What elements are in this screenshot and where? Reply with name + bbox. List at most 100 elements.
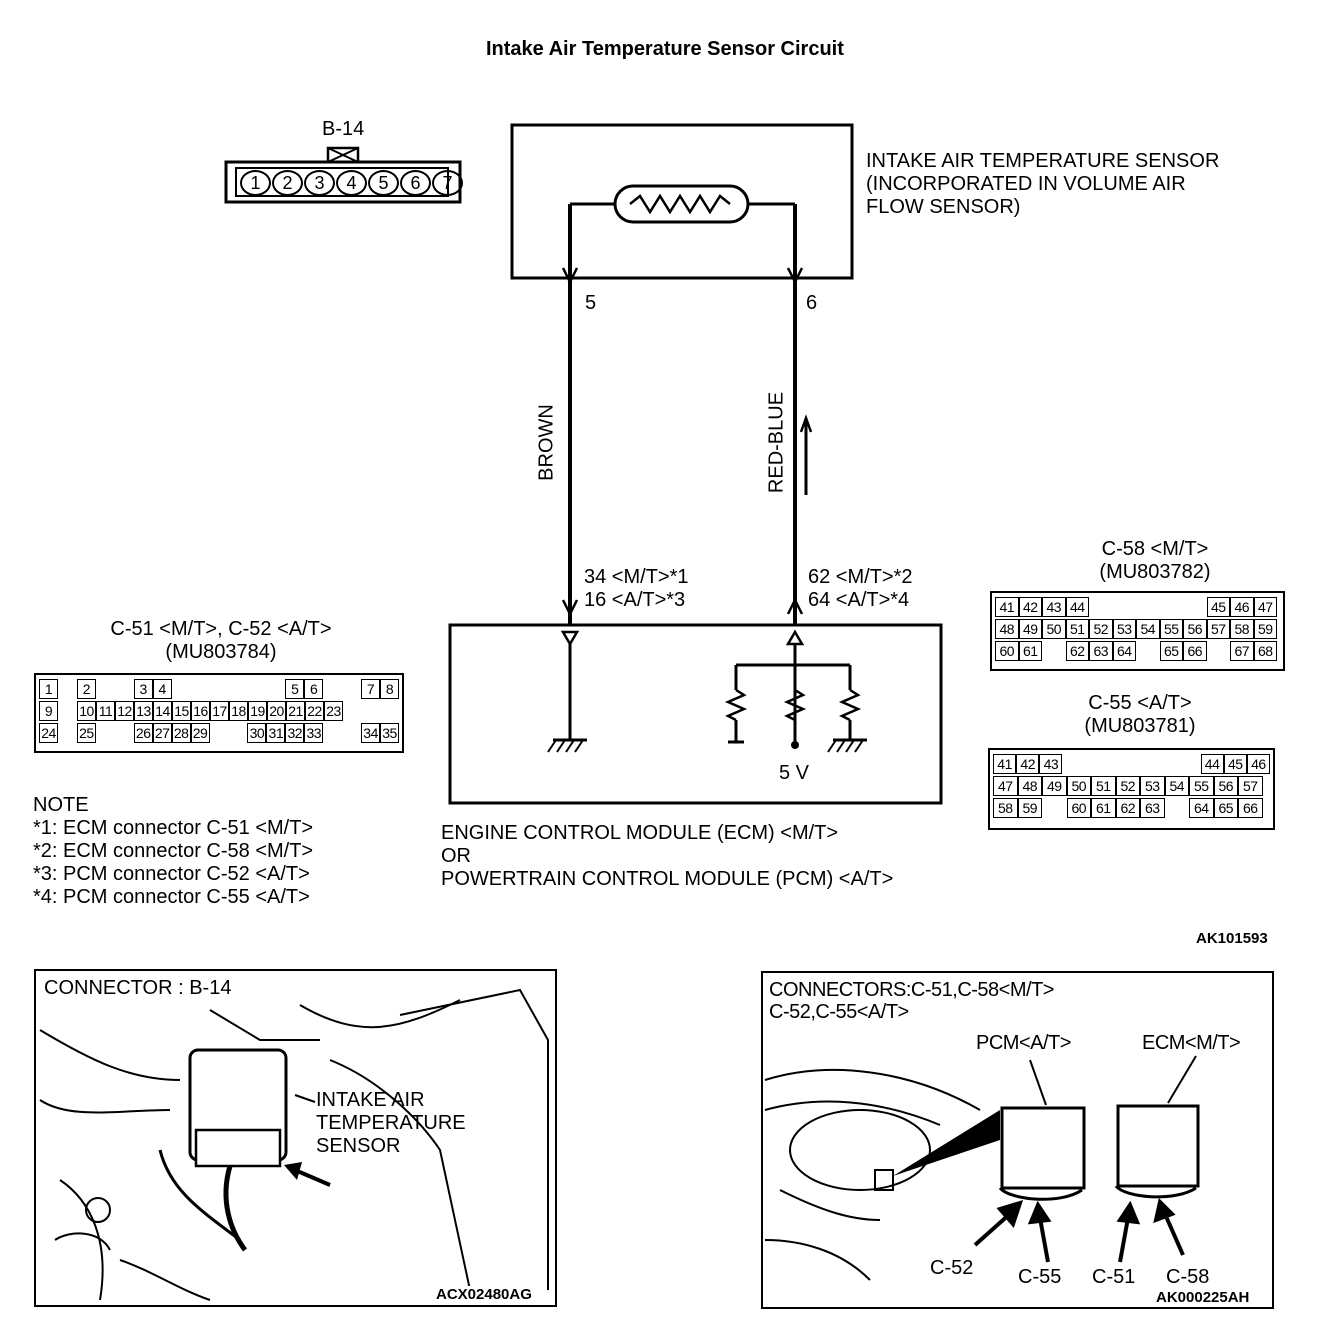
c51-pin: 9 xyxy=(39,701,58,721)
sensor-label: INTAKE AIR TEMPERATURE SENSOR (INCORPORA… xyxy=(866,150,1219,219)
c51-pin xyxy=(323,679,342,699)
c55-pin: 60 xyxy=(1066,798,1091,818)
c51-pin xyxy=(58,679,77,699)
c51-pin: 21 xyxy=(286,701,305,721)
photo-right-title: CONNECTORS:C-51,C-58<M/T> C-52,C-55<A/T> xyxy=(769,979,1054,1023)
c51-pin: 28 xyxy=(171,723,191,743)
c55-pin: 44 xyxy=(1200,754,1224,774)
c58-pin xyxy=(1136,641,1160,661)
pcm-label: PCM<A/T> xyxy=(976,1032,1071,1054)
ecm-label-line: OR xyxy=(441,845,471,867)
c58-pin: 59 xyxy=(1253,619,1277,639)
c51-pin: 24 xyxy=(39,723,58,743)
note-line: *4: PCM connector C-55 <A/T> xyxy=(33,886,310,908)
c58-pin: 64 xyxy=(1112,641,1136,661)
c58-pin: 58 xyxy=(1230,619,1254,639)
c51-pin xyxy=(172,679,191,699)
c55-pin: 52 xyxy=(1115,776,1140,796)
c51-pin: 18 xyxy=(229,701,248,721)
terminal-line: 34 <M/T>*1 xyxy=(584,566,689,588)
c58-pin: 43 xyxy=(1042,597,1066,617)
c58-pin xyxy=(1183,597,1207,617)
c55-pin xyxy=(1108,754,1131,774)
c51-title-line: C-51 <M/T>, C-52 <A/T> xyxy=(110,618,332,640)
c51-pin: 5 xyxy=(285,679,305,699)
c51-pin: 10 xyxy=(77,701,96,721)
c51-pin: 27 xyxy=(152,723,172,743)
ecm-illustration xyxy=(1116,1104,1200,1188)
c58-pin xyxy=(1160,597,1184,617)
callout-line: SENSOR xyxy=(316,1135,401,1157)
c55-pin: 55 xyxy=(1189,776,1214,796)
page-title: Intake Air Temperature Sensor Circuit xyxy=(486,38,844,60)
c55-pin: 48 xyxy=(1017,776,1042,796)
ecm-terminal-left: 34 <M/T>*1 16 <A/T>*3 xyxy=(584,566,689,612)
c51-pin: 1 xyxy=(39,679,58,699)
c51-pin xyxy=(115,723,134,743)
c55-pin: 41 xyxy=(993,754,1017,774)
terminal-line: 16 <A/T>*3 xyxy=(584,589,686,611)
ecm-label-line: POWERTRAIN CONTROL MODULE (PCM) <A/T> xyxy=(441,868,894,890)
c51-pin xyxy=(96,679,115,699)
c51-photo-label: C-51 xyxy=(1092,1266,1136,1288)
c51-pin: 19 xyxy=(248,701,267,721)
c58-pin: 62 xyxy=(1065,641,1089,661)
photo-right-ref: AK000225AH xyxy=(1156,1289,1250,1306)
c55-pin: 49 xyxy=(1042,776,1067,796)
b14-pin-row: 1 2 3 4 5 6 7 xyxy=(240,170,463,196)
c58-pin: 51 xyxy=(1065,619,1089,639)
terminal-line: 64 <A/T>*4 xyxy=(808,589,910,611)
photo-frame-left xyxy=(34,969,557,1307)
c51-pin: 7 xyxy=(361,679,380,699)
ecm-voltage: 5 V xyxy=(779,762,810,784)
c58-pin: 56 xyxy=(1183,619,1207,639)
c58-pin xyxy=(1136,597,1160,617)
note-line: *2: ECM connector C-58 <M/T> xyxy=(33,840,314,862)
c58-pin xyxy=(1207,641,1231,661)
note-line: *3: PCM connector C-52 <A/T> xyxy=(33,863,310,885)
c58-pin: 50 xyxy=(1042,619,1066,639)
c55-pin: 50 xyxy=(1066,776,1091,796)
sensor-pin-left: 5 xyxy=(585,292,597,314)
c58-pin: 42 xyxy=(1018,597,1042,617)
c55-pin xyxy=(1085,754,1108,774)
c55-pin xyxy=(1131,754,1154,774)
sensor-label-line: FLOW SENSOR) xyxy=(866,196,1021,218)
c58-pin: 61 xyxy=(1018,641,1042,661)
c58-title-line: (MU803782) xyxy=(1099,561,1211,583)
c55-pin xyxy=(1178,754,1201,774)
b14-plug-illustration xyxy=(194,1128,282,1168)
c58-pin: 47 xyxy=(1253,597,1277,617)
callout-line: INTAKE AIR xyxy=(316,1089,425,1111)
ground-symbol-2 xyxy=(827,738,867,753)
c51-pin: 31 xyxy=(266,723,286,743)
c58-pin: 44 xyxy=(1065,597,1089,617)
c58-pin: 60 xyxy=(995,641,1019,661)
c55-pin: 58 xyxy=(993,798,1018,818)
c51-pin: 26 xyxy=(133,723,153,743)
c51-pin xyxy=(266,679,285,699)
c55-pin: 53 xyxy=(1140,776,1165,796)
c58-title-line: C-58 <M/T> xyxy=(1101,538,1209,560)
c58-pin: 52 xyxy=(1089,619,1113,639)
b14-pin: 5 xyxy=(368,170,399,196)
c55-pin: 46 xyxy=(1246,754,1270,774)
photo-left-callout: INTAKE AIR TEMPERATURE SENSOR xyxy=(316,1089,466,1158)
arrow-icon xyxy=(284,1162,331,1187)
c55-pin: 42 xyxy=(1016,754,1040,774)
c55-title: C-55 <A/T> (MU803781) xyxy=(1040,692,1240,738)
c58-pin: 65 xyxy=(1159,641,1183,661)
callout-line: TEMPERATURE xyxy=(316,1112,466,1134)
c55-pin xyxy=(1062,754,1085,774)
b14-pin: 2 xyxy=(272,170,303,196)
c51-pin xyxy=(58,723,77,743)
